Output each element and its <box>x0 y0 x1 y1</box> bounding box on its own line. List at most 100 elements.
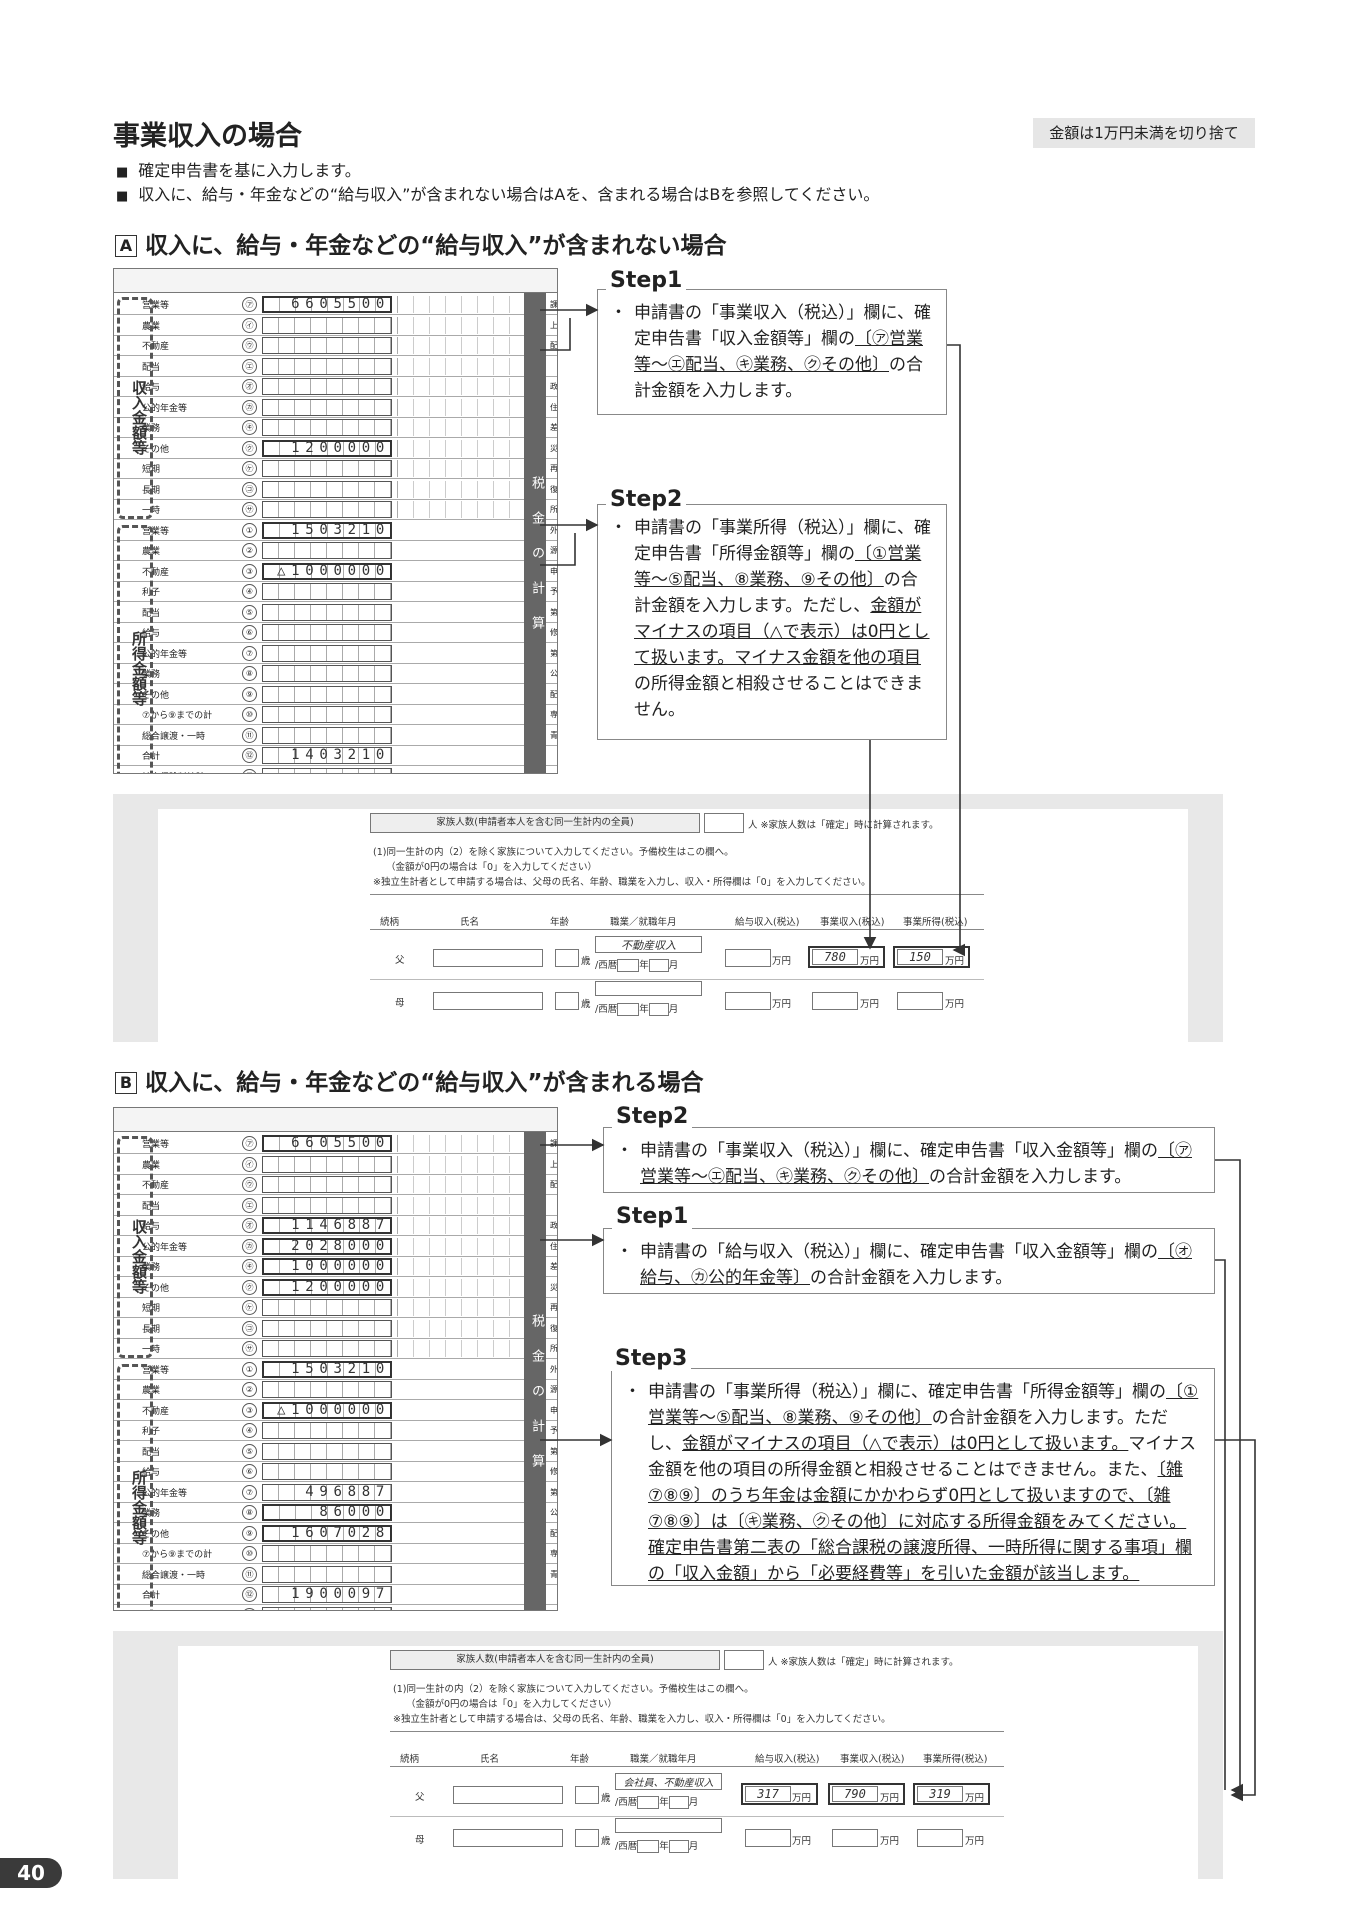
row2-age-input[interactable] <box>555 992 579 1010</box>
shotoku-row: 農業 ② <box>114 1380 557 1400</box>
tax-row-label: 申告納税額 <box>550 562 557 582</box>
row2-job-input[interactable] <box>595 981 702 996</box>
shotoku-row-label: 公的年金等 <box>142 649 188 660</box>
row2-year-input[interactable] <box>617 1003 640 1016</box>
form-grid <box>397 1319 522 1337</box>
amount-boxes <box>262 747 392 764</box>
row2-salary-input[interactable] <box>725 992 771 1010</box>
tax-row-label: 配当控除 <box>550 1175 557 1195</box>
row2-year-input[interactable] <box>637 1840 660 1853</box>
income-amount: 6605500 <box>291 296 390 312</box>
shotoku-row-mark: ⑬ <box>242 1607 257 1610</box>
row2-biz-shotoku-input[interactable] <box>897 992 943 1010</box>
row1-year-input[interactable] <box>617 959 640 972</box>
row1-name-input[interactable] <box>453 1786 563 1804</box>
row2-biz-income-input[interactable] <box>812 992 858 1010</box>
income-row: 一時 ㋚ <box>114 1339 557 1359</box>
row1-year-input[interactable] <box>637 1796 660 1809</box>
screen-note-1: (1)同一生計の内（2）を除く家族について入力してください。予備校生はこの欄へ。 <box>393 1684 754 1695</box>
amount-boxes <box>262 542 392 559</box>
shotoku-row-mark: ⑥ <box>242 625 257 640</box>
shotoku-row-mark: ⑨ <box>242 1525 257 1541</box>
row2-month-input[interactable] <box>648 1003 669 1016</box>
amount-boxes <box>262 501 392 518</box>
form-grid <box>397 1340 522 1357</box>
col-biz-income: 事業収入(税込) <box>840 1754 905 1765</box>
yen-unit: 万円 <box>965 1836 985 1847</box>
row1-biz-shotoku-input[interactable]: 150 <box>897 949 943 965</box>
shotoku-row-mark: ① <box>242 522 257 538</box>
amount-boxes <box>262 1299 392 1316</box>
income-row-mark: ㋓ <box>242 1197 257 1213</box>
income-amount: 6605500 <box>291 1135 390 1151</box>
income-row-label: 不動産 <box>142 1181 170 1191</box>
row1-name-input[interactable] <box>433 949 543 967</box>
row2-age-input[interactable] <box>575 1829 599 1847</box>
income-row-label: 給与 <box>142 1222 161 1232</box>
section-a-step1-box: 申請書の「事業収入（税込）」欄に、確定申告書「収入金額等」欄の〔㋐営業等〜㋓配当… <box>597 289 947 415</box>
shotoku-row-label: 社会保険料控除 <box>142 1609 240 1611</box>
row1-job-input[interactable]: 会社員、不動産収入 <box>615 1773 722 1790</box>
row1-month-input[interactable] <box>668 1796 689 1809</box>
row1-biz-shotoku-input[interactable]: 319 <box>917 1786 963 1802</box>
tax-row-label: 復興特別所得税額 <box>550 1319 557 1339</box>
tax-row-label: 住宅耐震改修特別控除等 <box>550 398 557 418</box>
shotoku-row-label: 合計 <box>142 1591 161 1601</box>
row2-biz-income-input[interactable] <box>832 1829 878 1847</box>
row2-job-input[interactable] <box>615 1818 722 1833</box>
row2-month-input[interactable] <box>668 1840 689 1853</box>
household-count-input[interactable] <box>724 1650 764 1670</box>
shotoku-row-label: 配当 <box>142 1447 161 1458</box>
row1-age-input[interactable] <box>555 949 579 967</box>
row1-biz-income-input[interactable]: 780 <box>812 949 858 965</box>
form-grid <box>397 316 522 334</box>
a-step2-title: Step2 <box>606 487 687 512</box>
shotoku-row-label: ⑦から⑨までの計 <box>142 1550 213 1560</box>
tax-calc-column: 税金の計算 <box>524 1132 546 1610</box>
row2-name-input[interactable] <box>433 992 543 1010</box>
household-count-input[interactable] <box>704 813 744 833</box>
row2-name-input[interactable] <box>453 1829 563 1847</box>
amount-boxes <box>262 419 392 436</box>
shotoku-row-label: 営業等 <box>142 526 170 537</box>
income-row-mark: ㋖ <box>242 1259 257 1274</box>
income-row: 短期 ㋘ <box>114 1298 557 1318</box>
income-row: 配当 ㋓ <box>114 357 557 377</box>
form-grid <box>397 1176 522 1193</box>
shotoku-amount: 86000 <box>319 1504 390 1520</box>
income-row-label: 不動産 <box>142 342 170 352</box>
section-b-step2-box: 申請書の「事業収入（税込）」欄に、確定申告書「収入金額等」欄の〔㋐営業等〜㋓配当… <box>603 1127 1215 1193</box>
tax-row-label: 源泉徴収税額 <box>550 541 557 561</box>
shotoku-row-mark: ⑩ <box>242 1546 257 1561</box>
col-job: 職業／就職年月 <box>630 1754 697 1765</box>
b-step2-text-c: の合計金額を入力します。 <box>929 1167 1132 1187</box>
row2-biz-shotoku-input[interactable] <box>917 1829 963 1847</box>
row1-salary-input[interactable]: 317 <box>745 1786 791 1802</box>
income-row-mark: ㋒ <box>242 338 257 353</box>
row1-job-input[interactable]: 不動産収入 <box>595 936 702 953</box>
shotoku-row-label: 給与 <box>142 1468 161 1478</box>
section-a-step2-box: 申請書の「事業所得（税込）」欄に、確定申告書「所得金額等」欄の〔①営業等〜⑤配当… <box>597 504 947 740</box>
shotoku-row-mark: ⑥ <box>242 1464 257 1479</box>
tax-row-label: 専従者給与(控除)額の合計額 <box>550 1544 557 1564</box>
form-grid <box>397 378 522 395</box>
row1-year: /西暦年月 <box>595 957 678 972</box>
row1-month-input[interactable] <box>648 959 669 972</box>
screen-divider <box>370 894 984 895</box>
yen-unit: 万円 <box>945 999 965 1010</box>
row1-age-input[interactable] <box>575 1786 599 1804</box>
b-step3-text-b: 〔①営業等〜⑤配当、⑧業務、⑨その他〕 <box>648 1382 1199 1428</box>
row1-biz-income-input[interactable]: 790 <box>832 1786 878 1802</box>
form-header <box>114 269 557 293</box>
tax-return-form-a: 営業等 ㋐ 6605500 農業 ㋑ 不動産 ㋒ 配当 ㋓ 給与 ㋔ 公 <box>113 268 558 774</box>
amount-boxes <box>262 583 392 600</box>
tax-row-label: 課税される所得金額 <box>550 1134 557 1154</box>
tax-row-label: 所得税及び復興特別所得税の額 <box>550 1339 557 1359</box>
income-row-mark: ㋔ <box>242 379 257 394</box>
amount-boxes <box>262 685 392 703</box>
income-amount: 1200000 <box>291 1278 390 1295</box>
row2-salary-input[interactable] <box>745 1829 791 1847</box>
row1-salary-input[interactable] <box>725 949 771 967</box>
application-screen-b: 家族人数(申請者本人を含む同一生計内の全員) 人 ※家族人数は「確定」時に計算さ… <box>178 1646 1198 1879</box>
